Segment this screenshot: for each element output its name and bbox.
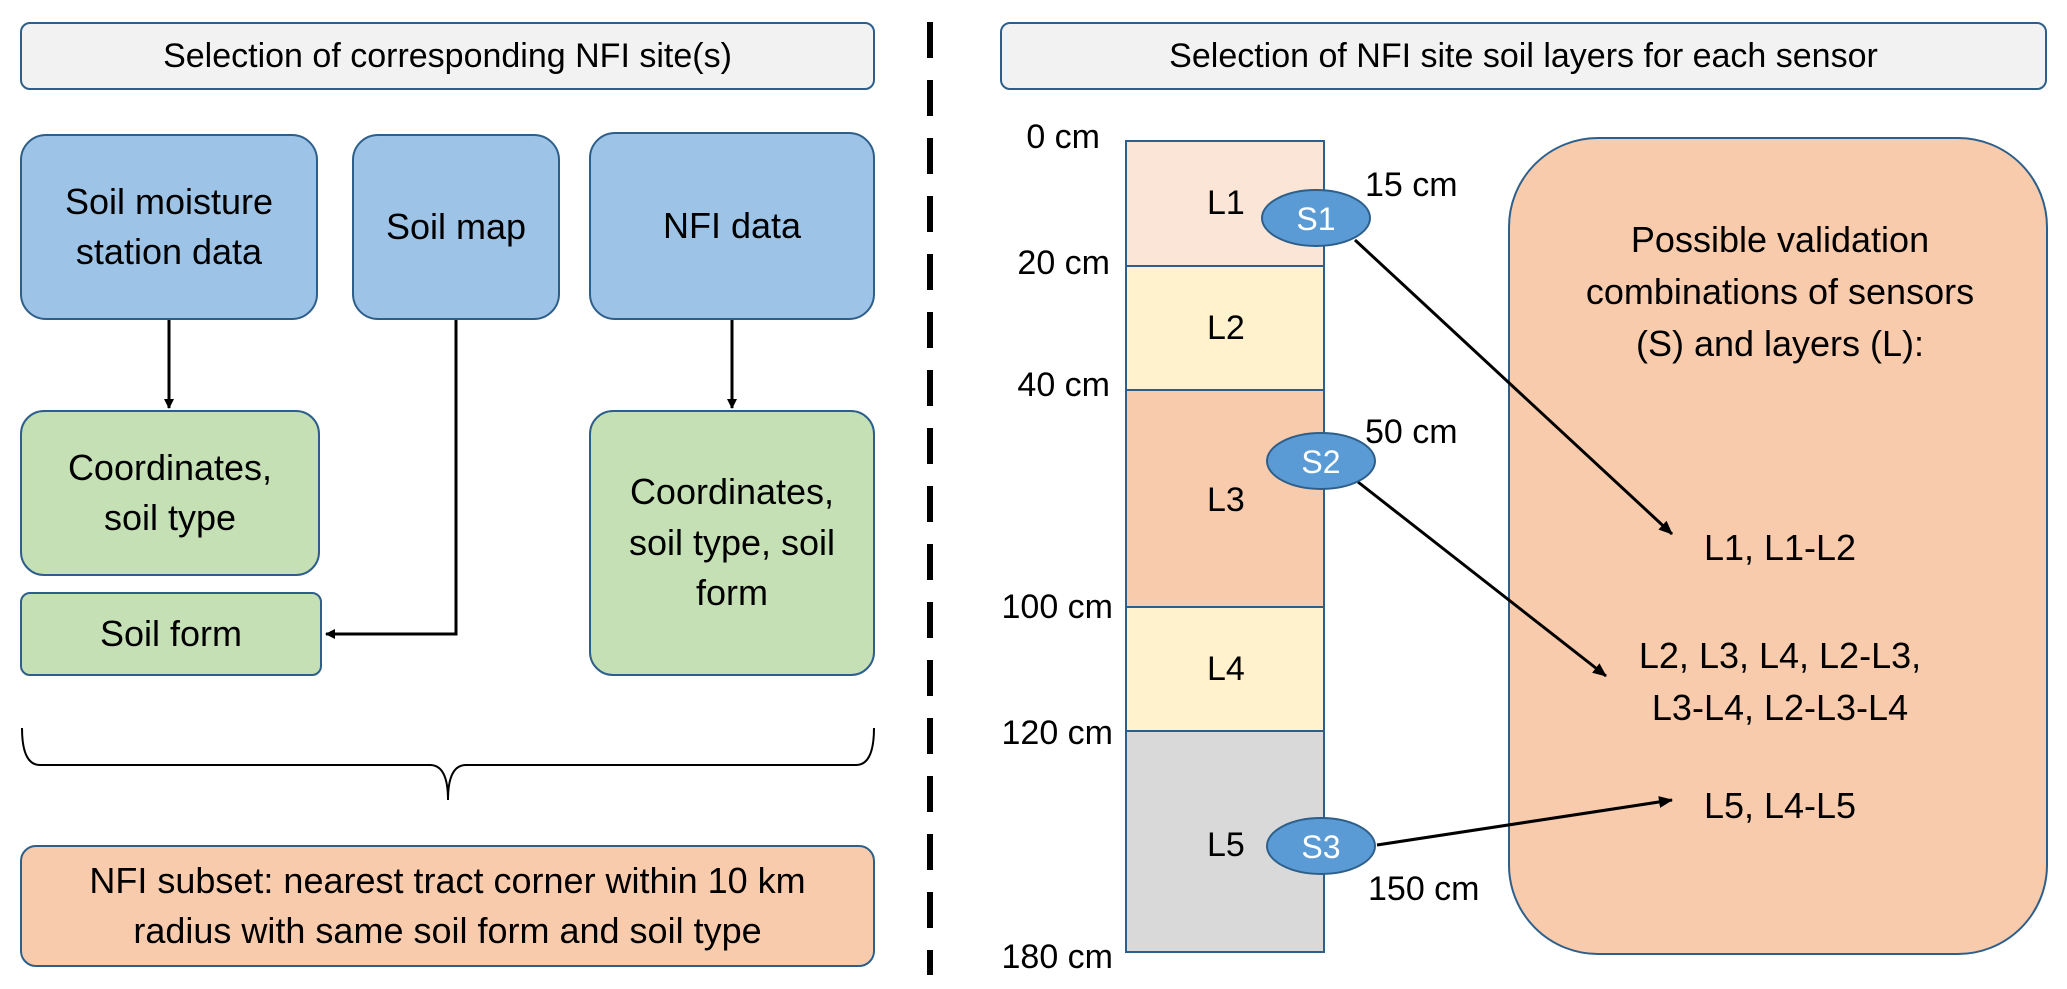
arrow-s2-to-combination	[1357, 480, 1607, 678]
soil-layer-L2: L2	[1125, 265, 1325, 391]
grouping-brace	[21, 727, 875, 801]
soil-layer-L5: L5	[1125, 730, 1325, 953]
layer-label: L5	[1207, 826, 1245, 864]
soil-form-label: Soil form	[99, 612, 243, 654]
sensor-S2	[1266, 432, 1376, 490]
sensor-depth-label: 150 cm	[1368, 870, 1480, 908]
nfi-data-box: NFI data	[589, 132, 875, 320]
left-header-label: Selection of corresponding NFI site(s)	[163, 36, 732, 75]
panel-title: Possible validation combinations of sens…	[1585, 219, 1975, 365]
station-data-box: Soil moisture station data	[20, 134, 318, 320]
soil-map-label: Soil map	[385, 205, 527, 247]
station-coords-label: Coordinates, soil type	[67, 446, 273, 538]
soil-form-box: Soil form	[20, 592, 322, 676]
arrow-s3-to-combination	[1376, 796, 1673, 847]
combination-s2: L2, L3, L4, L2-L3, L3-L4, L2-L3-L4	[1638, 635, 1922, 729]
nfi-subset-label: NFI subset: nearest tract corner within …	[89, 859, 806, 951]
nfi-subset-box: NFI subset: nearest tract corner within …	[20, 845, 875, 967]
depth-label: 20 cm	[1017, 244, 1110, 282]
combination-s1: L1, L1-L2	[1703, 527, 1857, 568]
depth-label: 0 cm	[1026, 118, 1100, 156]
sensor-label: S2	[1301, 444, 1340, 480]
station-coords-box: Coordinates, soil type	[20, 410, 320, 576]
combination-s3: L5, L4-L5	[1703, 785, 1857, 826]
right-header: Selection of NFI site soil layers for ea…	[1000, 22, 2047, 90]
layer-label: L1	[1207, 184, 1245, 222]
depth-label: 120 cm	[1001, 714, 1114, 752]
soil-map-box: Soil map	[352, 134, 560, 320]
left-header: Selection of corresponding NFI site(s)	[20, 22, 875, 90]
arrow-soilmap-to-soilform	[325, 320, 458, 639]
arrow-s1-to-combination	[1353, 238, 1674, 536]
station-data-label: Soil moisture station data	[64, 180, 274, 272]
soil-layer-L3: L3	[1125, 389, 1325, 608]
depth-label: 180 cm	[1001, 938, 1114, 976]
layer-label: L2	[1207, 309, 1245, 347]
nfi-attributes-label: Coordinates, soil type, soil form	[628, 471, 836, 614]
layer-label: L3	[1207, 481, 1245, 519]
nfi-data-label: NFI data	[662, 204, 802, 246]
sensor-label: S1	[1296, 201, 1335, 237]
nfi-attributes-box: Coordinates, soil type, soil form	[589, 410, 875, 676]
depth-label: 40 cm	[1017, 366, 1110, 404]
sensor-label: S3	[1301, 829, 1340, 865]
sensor-depth-label: 50 cm	[1365, 413, 1458, 451]
layer-label: L4	[1207, 650, 1245, 688]
depth-label: 100 cm	[1001, 588, 1114, 626]
sensor-S3	[1266, 817, 1376, 875]
sensor-depth-label: 15 cm	[1365, 166, 1458, 204]
sensor-S1	[1261, 189, 1371, 247]
right-header-label: Selection of NFI site soil layers for ea…	[1169, 36, 1878, 75]
validation-combinations-panel	[1508, 137, 2048, 955]
